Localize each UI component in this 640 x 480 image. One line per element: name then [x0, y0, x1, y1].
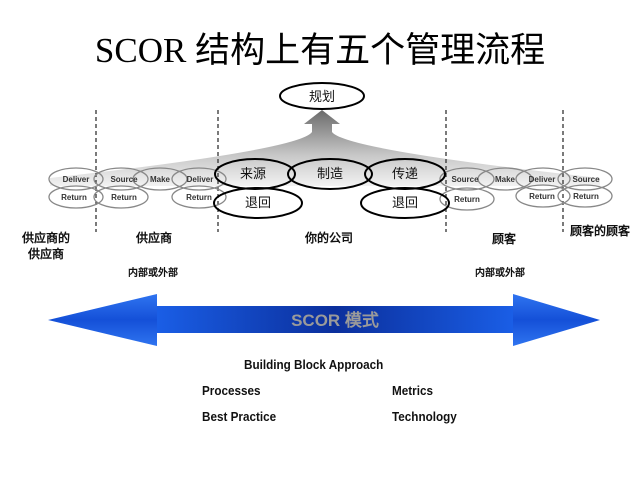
tier-customer: 顾客: [492, 232, 517, 246]
company-source: 来源: [240, 167, 266, 182]
process-return: Return: [61, 193, 87, 202]
company-make: 制造: [317, 167, 343, 182]
process-source: Source: [451, 175, 479, 184]
plan-process: 规划: [279, 82, 365, 110]
process-deliver: Deliver: [187, 175, 214, 184]
process-return: Return: [454, 195, 480, 204]
plan-fan-arrow: [50, 110, 600, 186]
internal-external-right: 内部或外部: [475, 268, 525, 279]
company-deliver: 传递: [392, 167, 418, 182]
scor-model-label: SCOR 模式: [291, 310, 379, 330]
building-block-item: Best Practice: [202, 409, 277, 424]
tier-your-company: 你的公司: [305, 231, 354, 245]
process-return: Return: [186, 193, 212, 202]
tier-suppliers-supplier-line2: 供应商: [28, 247, 65, 261]
slide-title: SCOR 结构上有五个管理流程: [94, 31, 546, 70]
process-return: Return: [111, 193, 137, 202]
company-return-left: 退回: [245, 196, 271, 211]
tier-suppliers-supplier-line1: 供应商的: [22, 231, 71, 245]
building-block-item: Technology: [392, 409, 457, 424]
process-make: Make: [495, 175, 516, 184]
building-block-heading: Building Block Approach: [244, 357, 384, 372]
process-source: Source: [572, 175, 600, 184]
building-block-item: Processes: [202, 383, 261, 398]
building-block-item: Metrics: [392, 383, 433, 398]
process-source: Source: [110, 175, 138, 184]
tier-customers-customer: 顾客的顾客: [570, 224, 631, 238]
process-return: Return: [573, 192, 599, 201]
scor-model-arrow: SCOR 模式: [48, 294, 600, 346]
process-return: Return: [529, 192, 555, 201]
plan-label: 规划: [309, 90, 335, 105]
process-deliver: Deliver: [63, 175, 90, 184]
process-make: Make: [150, 175, 171, 184]
tier-supplier: 供应商: [136, 231, 173, 245]
internal-external-left: 内部或外部: [128, 268, 178, 279]
company-return-right: 退回: [392, 196, 418, 211]
process-deliver: Deliver: [529, 175, 556, 184]
